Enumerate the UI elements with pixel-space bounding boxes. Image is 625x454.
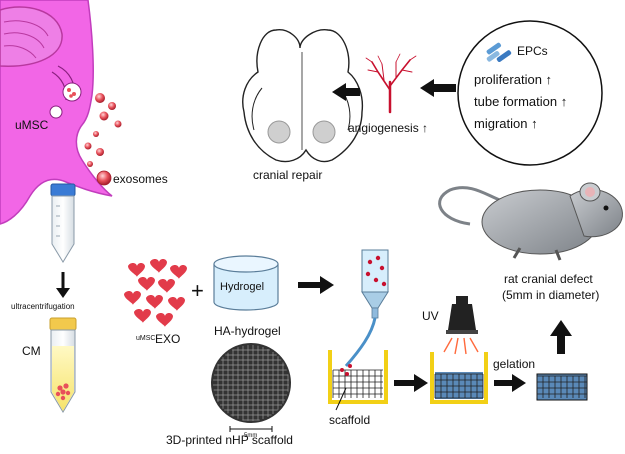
ultracentrifugation-arrow-icon [56,272,70,298]
centrifuge-tube [50,183,76,263]
scaffold-label: scaffold [329,413,370,427]
cm-tube [49,317,77,413]
epcs-circle [457,20,603,166]
arrow-up-icon [550,320,572,354]
scale-label: 5mm [244,433,257,439]
arrow-to-gelation-icon [494,374,526,392]
vessel-tree-icon [365,53,417,114]
uv-tray [430,352,488,404]
tube-formation-label: tube formation ↑ [474,94,567,109]
migration-label: migration ↑ [474,116,538,131]
arrow-to-angiogenesis-icon [420,79,456,97]
released-exosomes [84,93,122,186]
rat-illustration [438,182,623,261]
exosomes-label: exosomes [113,172,168,186]
rat-defect-label-line1: rat cranial defect [504,272,593,286]
ultracentrifugation-label: ultracentrifugation [11,302,75,311]
arrow-to-skull-icon [332,83,360,101]
scaffold-tray [328,350,388,404]
nhp-scaffold-disc [211,343,291,423]
umsc-cell [0,0,113,225]
arrow-to-uv-icon [394,374,428,392]
gelation-label: gelation [493,357,535,371]
exo-superscript: uMSC [136,335,155,342]
uv-lamp [443,296,479,355]
ha-hydrogel-label: HA-hydrogel [214,324,281,338]
hydrogel-label: Hydrogel [220,281,264,293]
umsc-label: uMSC [15,118,49,132]
hydrogel-cylinder [213,255,279,311]
exo-label: EXO [155,332,180,346]
skull-illustration [242,29,364,163]
nhp-scaffold-label: 3D-printed nHP scaffold [166,433,293,447]
injection-syringe [344,249,389,367]
cm-label: CM [22,344,41,358]
arrow-to-injection-icon [298,276,334,294]
proliferation-label: proliferation ↑ [474,72,552,87]
uv-label: UV [422,309,439,323]
exo-cluster [124,259,187,327]
scale-bar [229,426,273,432]
rat-defect-label-line2: (5mm in diameter) [502,288,599,302]
cranial-repair-label: cranial repair [253,168,322,182]
angiogenesis-label: angiogenesis ↑ [348,121,428,135]
epcs-label: EPCs [517,44,548,58]
plus-sign: + [191,278,204,303]
gelled-scaffold [536,373,588,401]
